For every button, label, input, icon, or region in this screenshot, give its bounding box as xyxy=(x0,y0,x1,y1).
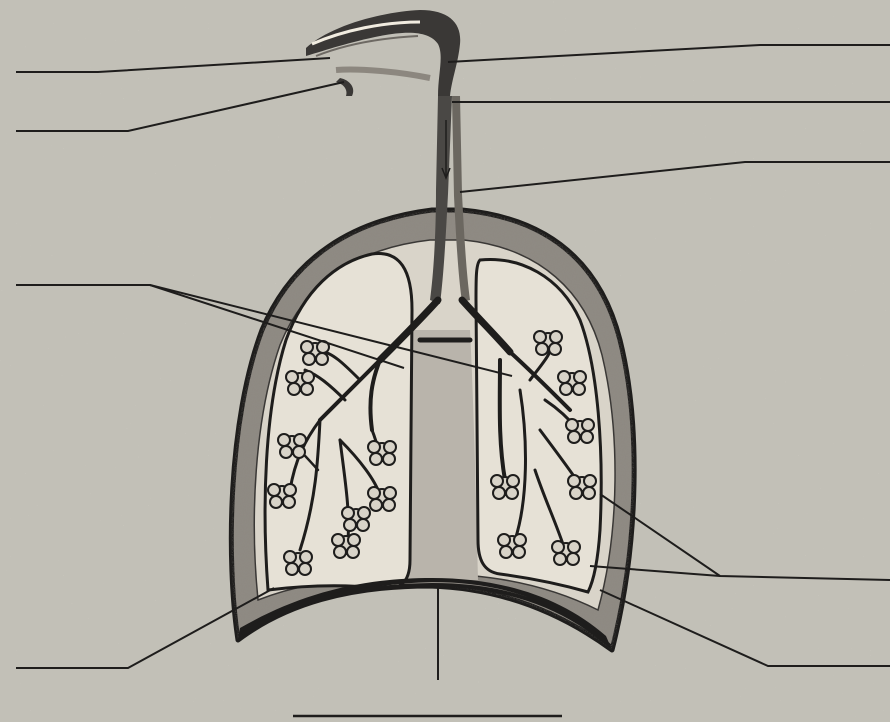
respiratory-system-worksheet xyxy=(0,0,890,722)
respiratory-diagram xyxy=(0,0,890,722)
